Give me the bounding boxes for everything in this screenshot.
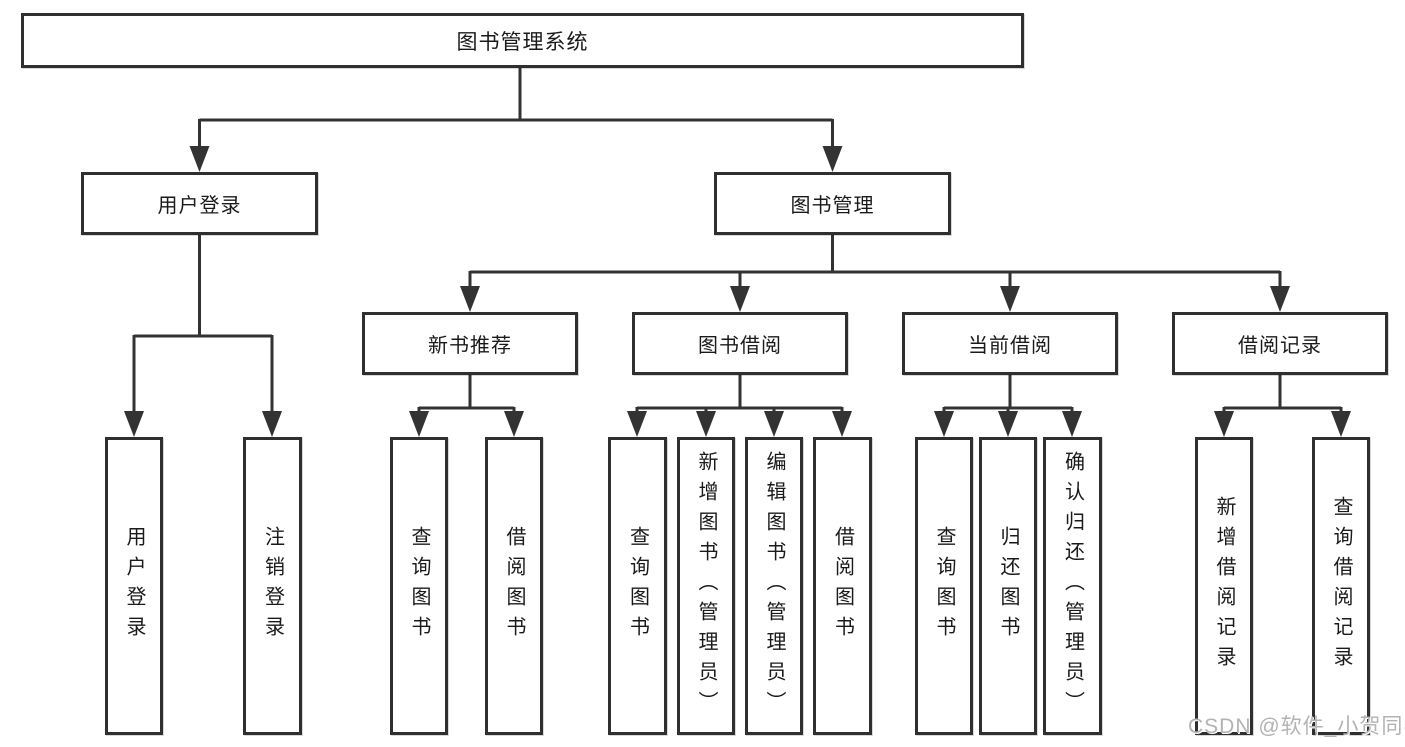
node-book-management-branch: 图书管理	[714, 172, 951, 235]
node-add-borrow-record: 新增借阅记录	[1195, 437, 1253, 735]
node-borrow-books-borrowing: 借阅图书	[813, 437, 872, 735]
node-confirm-return-admin: 确认归还（管理员）	[1043, 437, 1102, 735]
node-new-book-recommend: 新书推荐	[362, 312, 578, 375]
node-query-borrow-record: 查询借阅记录	[1312, 437, 1370, 735]
node-add-book-admin: 新增图书（管理员）	[677, 437, 735, 735]
node-book-borrowing: 图书借阅	[632, 312, 848, 375]
node-return-book: 归还图书	[979, 437, 1037, 735]
node-root-library-system: 图书管理系统	[21, 13, 1024, 68]
node-query-books-borrowing: 查询图书	[608, 437, 667, 735]
node-borrowing-records: 借阅记录	[1172, 312, 1388, 375]
node-borrow-books-recommend: 借阅图书	[485, 437, 543, 735]
node-current-borrowing: 当前借阅	[902, 312, 1118, 375]
node-logout: 注销登录	[243, 437, 302, 735]
node-edit-book-admin: 编辑图书（管理员）	[745, 437, 803, 735]
csdn-watermark: CSDN @软件_小贺同学	[1188, 715, 1405, 738]
node-user-login-branch: 用户登录	[81, 172, 318, 235]
node-query-books-recommend: 查询图书	[390, 437, 448, 735]
node-user-login-leaf: 用户登录	[105, 437, 163, 735]
node-query-books-current: 查询图书	[915, 437, 973, 735]
